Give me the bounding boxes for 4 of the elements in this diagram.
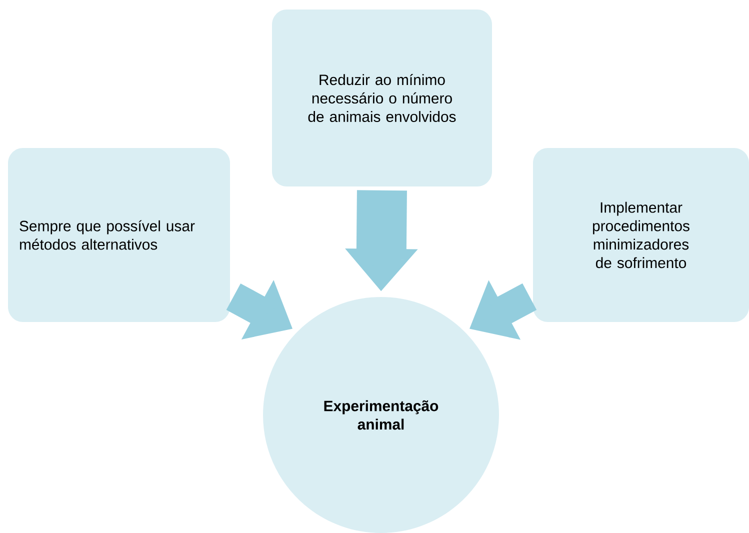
process-box: Implementar procedimentos minimizadores de sofrimento xyxy=(533,148,749,322)
process-box: Reduzir ao mínimo necessário o número de animais envolvidos xyxy=(272,10,492,186)
circle-node: Experimentação animal xyxy=(263,297,499,533)
process-box: Sempre que possível usar métodos alternativos xyxy=(8,148,230,322)
